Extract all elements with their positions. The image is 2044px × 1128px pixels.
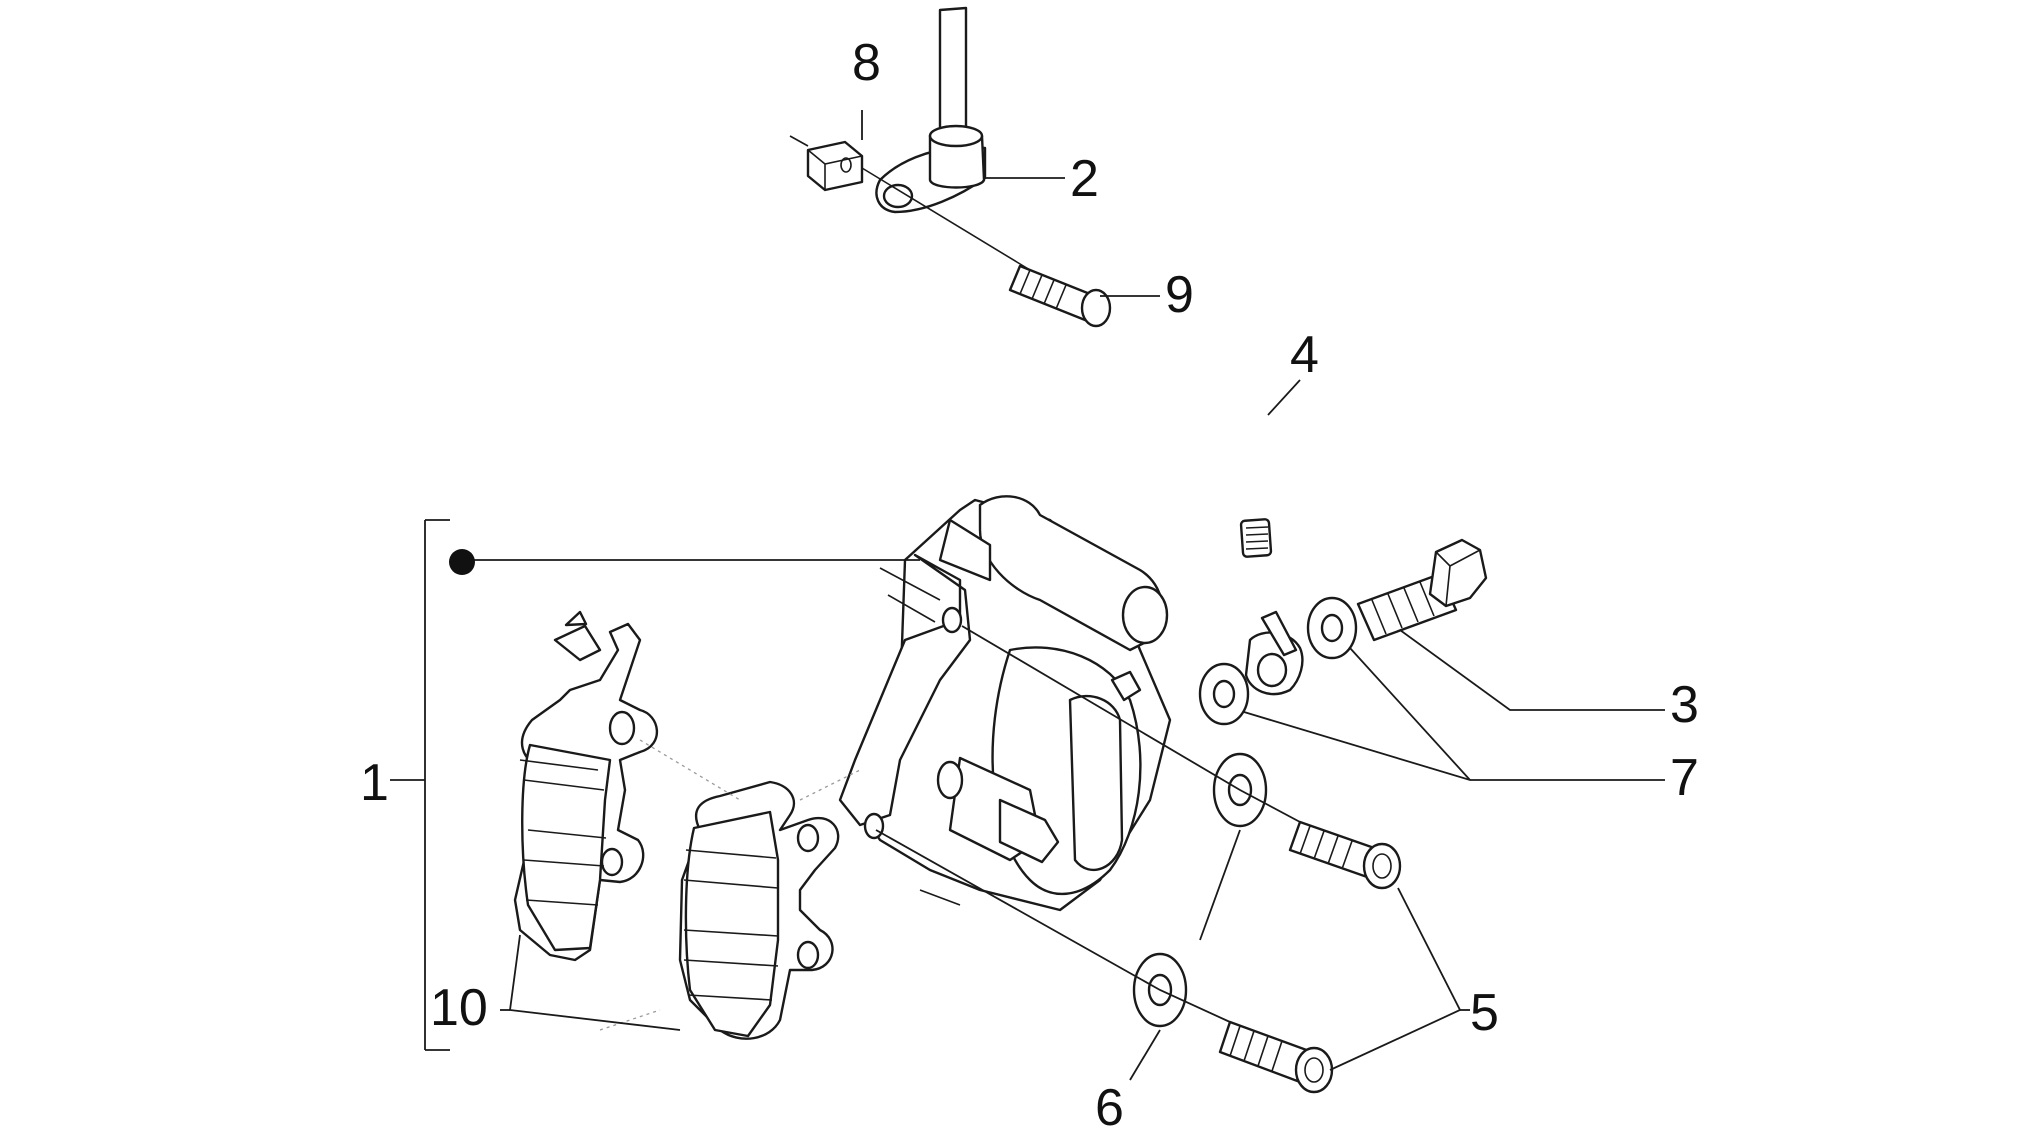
washer-upper	[1306, 596, 1358, 660]
hose-clamp	[875, 124, 987, 214]
brake-pad-rear	[513, 610, 659, 962]
washer-lower	[1198, 662, 1250, 726]
leader-lines	[390, 110, 1665, 1081]
callout-10: 10	[430, 979, 488, 1037]
clip-nut	[789, 135, 864, 192]
callout-4: 4	[1290, 326, 1319, 384]
callout-6: 6	[1095, 1079, 1124, 1128]
brake-caliper	[838, 495, 1172, 912]
clamp-screw	[861, 167, 1112, 328]
banjo-bolt	[1356, 538, 1488, 642]
mount-bolt-lower	[1218, 1020, 1334, 1094]
banjo-fitting	[1244, 610, 1304, 696]
callout-9: 9	[1165, 266, 1194, 324]
callout-3: 3	[1670, 676, 1699, 734]
callout-1: 1	[360, 754, 389, 812]
callout-8: 8	[852, 34, 881, 92]
assembly-marker-dot	[449, 549, 475, 575]
pad-alignment-lines	[599, 739, 861, 1031]
mount-bolt-upper	[1288, 820, 1402, 890]
brake-pad-front	[678, 780, 840, 1040]
callout-2: 2	[1070, 150, 1099, 208]
callout-5: 5	[1470, 984, 1499, 1042]
callout-7: 7	[1670, 749, 1699, 807]
brake-hose	[938, 6, 1285, 643]
